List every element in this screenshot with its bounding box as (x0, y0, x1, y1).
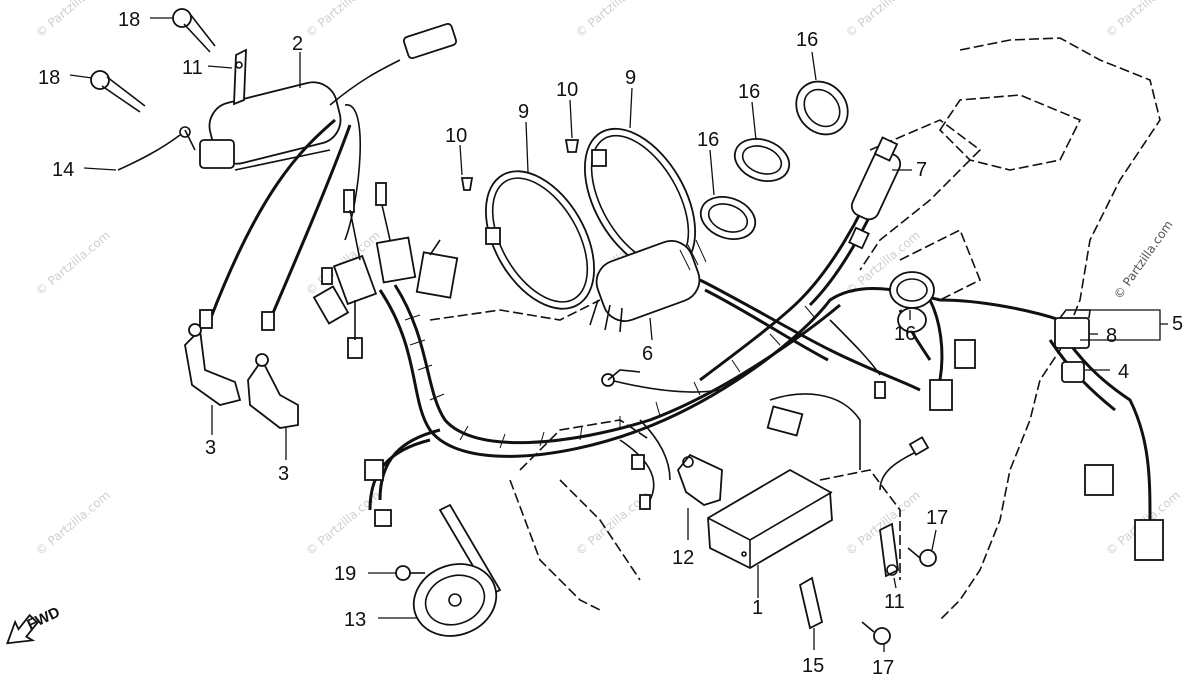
callout-number: 1 (752, 597, 763, 619)
callout-number: 16 (738, 81, 760, 103)
callout-number: 12 (672, 547, 694, 569)
callout-number: 10 (556, 79, 578, 101)
fuse-holder-part (848, 136, 902, 250)
clip-part (117, 48, 247, 171)
watermark-text: © Partzilla.com (303, 0, 383, 40)
clamp-part (699, 80, 935, 333)
callout-number: 19 (334, 563, 356, 585)
wire-harness-main (368, 169, 1152, 521)
callout-number: 16 (894, 323, 916, 345)
callout-number: 4 (1118, 361, 1129, 383)
callout-number: 17 (872, 657, 894, 679)
callout-number: 17 (926, 507, 948, 529)
callout-number: 14 (52, 159, 74, 181)
leader-lines (69, 17, 1168, 652)
callout-number: 11 (884, 591, 905, 613)
callout-number: 16 (697, 129, 719, 151)
connector-cluster-part (312, 182, 459, 359)
callout-number: 3 (205, 437, 216, 459)
callout-number: 10 (445, 125, 467, 147)
watermark-text: © Partzilla.com (1111, 218, 1176, 302)
watermark-text: © Partzilla.com (33, 488, 113, 558)
callout-number: 18 (38, 67, 60, 89)
watermark-text: © Partzilla.com (573, 0, 653, 40)
spark-plug-cap-part (184, 323, 299, 429)
callout-number: 2 (292, 33, 303, 55)
watermark-text: © Partzilla.com (1103, 0, 1183, 40)
ignition-unit-part (707, 468, 833, 570)
watermark-text: © Partzilla.com (33, 0, 113, 40)
condenser-part (589, 239, 707, 333)
bolt-part (90, 8, 216, 113)
callout-numbers: 18 18 2 11 14 3 3 10 9 10 9 16 16 16 7 6… (38, 9, 1183, 679)
relay-part (1054, 309, 1091, 383)
callout-number: 13 (344, 609, 366, 631)
callout-number: 5 (1172, 313, 1183, 335)
small-connector-part (364, 339, 1164, 561)
callout-number: 18 (118, 9, 140, 31)
callout-number: 9 (518, 101, 529, 123)
callout-number: 15 (802, 655, 824, 677)
callout-number: 16 (796, 29, 818, 51)
watermark-text: © Partzilla.com (33, 228, 113, 298)
band-part (460, 127, 697, 310)
callout-number: 9 (625, 67, 636, 89)
forward-direction-arrow: FWD (6, 604, 63, 645)
forward-direction-label: FWD (25, 604, 63, 634)
callout-number: 6 (642, 343, 653, 365)
bracket-part (676, 453, 723, 506)
callout-number: 8 (1106, 325, 1117, 347)
small-fastener-part (798, 522, 937, 645)
frame-outline (429, 37, 1161, 621)
horn-part (395, 503, 502, 637)
callout-number: 7 (916, 159, 927, 181)
callout-number: 3 (278, 463, 289, 485)
ignition-coil-part (199, 22, 458, 331)
watermark-text: © Partzilla.com (843, 0, 923, 40)
callout-number: 11 (182, 57, 203, 79)
